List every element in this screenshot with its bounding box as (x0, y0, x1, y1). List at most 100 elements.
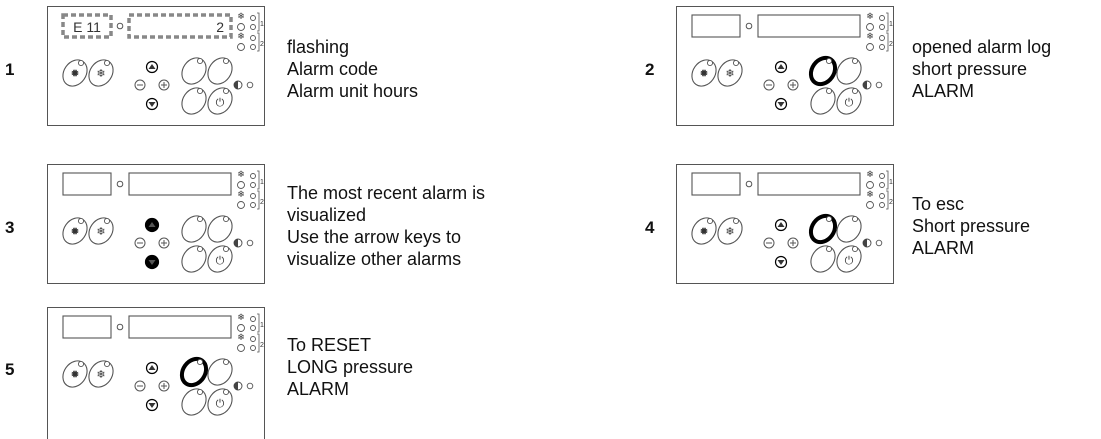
light-icon (234, 81, 238, 89)
fan-icon (237, 181, 245, 189)
arrow-up-button (774, 218, 788, 232)
light-icon (234, 239, 238, 247)
onoff-button (207, 388, 233, 416)
step-number: 5 (5, 360, 15, 379)
compressor-1-label: 1 (260, 21, 264, 28)
light-icon (863, 81, 867, 89)
step-number: 1 (5, 60, 15, 79)
bracket-icon (886, 12, 889, 32)
step-description: To RESET LONG pressure ALARM (287, 334, 413, 400)
led-icon (250, 316, 256, 322)
led-icon (875, 81, 883, 89)
defrost-icon: ❄ (237, 332, 245, 342)
onoff-button (836, 245, 862, 273)
sun-icon: ✹ (70, 369, 79, 381)
arrow-down-button (145, 97, 159, 111)
right-display (757, 172, 861, 196)
arrow-up-button (145, 361, 159, 375)
status-indicators: ❄1❄2 (866, 11, 893, 52)
led-icon (875, 239, 883, 247)
step-number: 3 (5, 218, 15, 237)
power-button (691, 217, 717, 245)
display-dot (745, 22, 753, 30)
bracket-icon (886, 190, 889, 210)
arrow-down-icon (777, 102, 785, 107)
led-icon (250, 325, 256, 331)
led-icon (250, 336, 256, 342)
led-icon (250, 44, 256, 50)
step-line: LONG pressure (287, 357, 414, 377)
display-dot (116, 22, 124, 30)
led-icon (250, 202, 256, 208)
led-icon (250, 35, 256, 41)
alarm-button (808, 213, 838, 245)
panel-drawing: ❄1❄2 ✹ ❄ ⏻ (691, 11, 893, 115)
alarm-button (808, 55, 838, 87)
sun-icon: ✹ (699, 68, 708, 80)
arrow-down-icon (148, 403, 156, 408)
snowflake-icon: ❄ (725, 68, 734, 80)
led-icon (879, 182, 885, 188)
arrow-up-button (774, 60, 788, 74)
step-line: opened alarm log (912, 37, 1052, 57)
arrow-up-button (144, 217, 160, 233)
led-icon (879, 24, 885, 30)
step-line: Alarm unit hours (287, 81, 419, 101)
light-icon (233, 238, 243, 248)
arrow-up-icon (777, 222, 785, 227)
fan-icon (237, 201, 245, 209)
status-button (207, 358, 233, 386)
step-number: 2 (645, 60, 655, 79)
left-display (691, 172, 741, 196)
compressor-2-label: 2 (260, 199, 264, 206)
onoff-button (207, 87, 233, 115)
controller-panel: ❄1❄2 ✹ ❄ ⏻ (676, 6, 894, 126)
fan-icon (237, 43, 245, 51)
set-button (181, 245, 207, 273)
sun-icon: ✹ (70, 68, 79, 80)
display-dot (116, 180, 124, 188)
step-number: 4 (645, 218, 655, 237)
status-indicators: ❄1❄2 (866, 169, 893, 210)
power-button (62, 217, 88, 245)
right-display (128, 315, 232, 339)
power-button (691, 59, 717, 87)
led-icon (250, 15, 256, 21)
led-icon (879, 173, 885, 179)
step-line: ALARM (912, 238, 975, 258)
power-icon: ⏻ (845, 97, 854, 109)
status-button (207, 215, 233, 243)
light-icon (234, 382, 238, 390)
fan-icon (866, 181, 874, 189)
bracket-icon (257, 333, 260, 353)
fan-icon (237, 344, 245, 352)
power-icon: ⏻ (216, 255, 225, 267)
right-display (128, 172, 232, 196)
status-button (836, 57, 862, 85)
display-dot (745, 180, 753, 188)
status-indicators: ❄1❄2 (237, 11, 264, 52)
controller-panel: ❄1❄2✹❄⏻ (47, 164, 265, 284)
fan-icon (866, 23, 874, 31)
light-icon (862, 238, 872, 248)
led-icon (250, 182, 256, 188)
bracket-icon (257, 32, 260, 52)
compressor-2-label: 2 (260, 41, 264, 48)
onoff-button (836, 87, 862, 115)
arrow-up-button (145, 60, 159, 74)
panel-drawing: ❄1❄2✹❄⏻ (62, 312, 264, 416)
step-line: ALARM (287, 379, 350, 399)
arrow-down-button (774, 255, 788, 269)
bracket-icon (886, 32, 889, 52)
step-line: The most recent alarm is (287, 183, 486, 203)
defrost-button (88, 360, 114, 388)
alarm-button (181, 215, 207, 243)
arrow-down-button (774, 97, 788, 111)
status-indicators: ❄1❄2 (237, 312, 264, 353)
led-icon (250, 24, 256, 30)
led-icon (879, 35, 885, 41)
alarm-button (181, 57, 207, 85)
step-line: To RESET (287, 335, 372, 355)
light-icon (233, 80, 243, 90)
controller-panel: ❄1❄2✹❄⏻ (47, 307, 265, 439)
